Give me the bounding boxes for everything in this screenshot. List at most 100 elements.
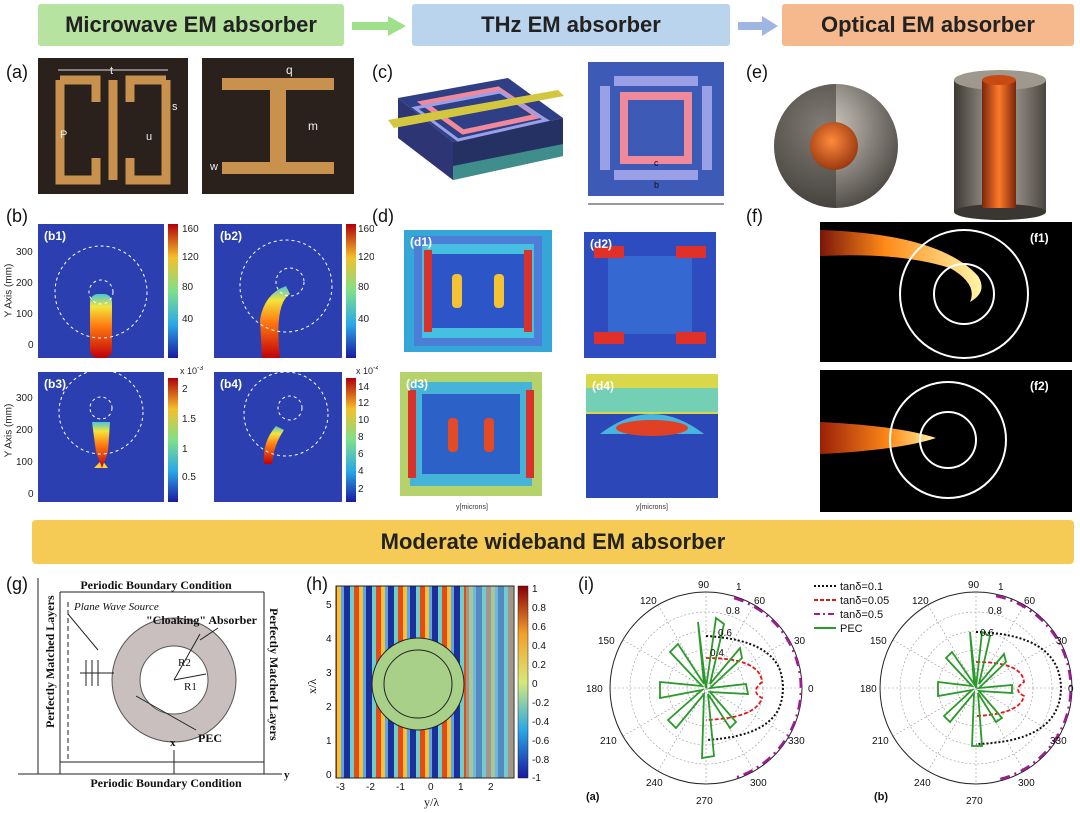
legend-item: PEC xyxy=(840,623,863,635)
svg-text:150: 150 xyxy=(598,636,615,647)
svg-text:Periodic Boundary Condition: Periodic Boundary Condition xyxy=(80,578,232,592)
svg-text:Perfectly Matched Layers: Perfectly Matched Layers xyxy=(267,608,281,741)
svg-text:240: 240 xyxy=(914,778,931,789)
svg-text:14: 14 xyxy=(358,382,370,393)
svg-text:160: 160 xyxy=(182,224,199,235)
panel-b4-colorbar: x 10-4 14 12 10 8 6 4 2 xyxy=(346,366,378,502)
svg-text:(f2): (f2) xyxy=(1030,379,1049,393)
panel-a-label: (a) xyxy=(6,62,28,82)
panel-e-sphere-cloak xyxy=(774,84,898,208)
svg-text:x 10-4: x 10-4 xyxy=(356,366,378,376)
svg-text:0.4: 0.4 xyxy=(532,641,546,652)
svg-text:0.8: 0.8 xyxy=(532,603,546,614)
panel-d4-field-map: (d4) xyxy=(586,374,718,498)
panel-i-polar-plots: 90 60 30 0 330 300 270 240 210 180 150 1… xyxy=(586,580,1074,807)
svg-text:0.8: 0.8 xyxy=(726,606,740,617)
svg-text:60: 60 xyxy=(754,596,766,607)
svg-text:(b2): (b2) xyxy=(220,229,242,243)
svg-text:1: 1 xyxy=(736,582,742,593)
ytick: 0 xyxy=(28,340,34,351)
panel-g-simulation-setup: Plane Wave Source Periodic Boundary Cond… xyxy=(18,578,290,790)
ytick: 0 xyxy=(28,489,34,500)
svg-text:0.5: 0.5 xyxy=(182,472,196,483)
svg-text:60: 60 xyxy=(1024,596,1036,607)
panel-c-3d-unit-cell xyxy=(388,78,564,180)
svg-text:(d1): (d1) xyxy=(410,235,432,249)
panel-d2-field-map: (d2) xyxy=(584,232,716,358)
optical-banner: Optical EM absorber xyxy=(782,4,1074,46)
svg-text:0: 0 xyxy=(1068,684,1074,695)
arrow-right-icon xyxy=(352,16,406,36)
svg-text:40: 40 xyxy=(358,314,370,325)
svg-text:-0.4: -0.4 xyxy=(532,717,550,728)
svg-text:120: 120 xyxy=(912,596,929,607)
svg-text:30: 30 xyxy=(1056,636,1068,647)
svg-text:2: 2 xyxy=(358,484,364,495)
svg-text:R1: R1 xyxy=(184,681,197,693)
svg-text:180: 180 xyxy=(586,684,603,695)
svg-text:1: 1 xyxy=(458,782,464,793)
svg-text:2: 2 xyxy=(182,384,188,395)
wideband-banner: Moderate wideband EM absorber xyxy=(32,520,1074,564)
svg-text:x 10-3: x 10-3 xyxy=(180,366,203,376)
svg-text:(d2): (d2) xyxy=(590,237,612,251)
ytick: 100 xyxy=(16,309,33,320)
svg-text:120: 120 xyxy=(182,252,199,263)
svg-text:1: 1 xyxy=(182,444,188,455)
panel-d-xlabel: y[microns] xyxy=(636,504,668,511)
svg-text:u: u xyxy=(146,131,152,143)
panel-b1-field-map: (b1) xyxy=(38,224,164,358)
svg-text:120: 120 xyxy=(358,252,374,263)
svg-text:(b): (b) xyxy=(874,791,888,803)
svg-text:s: s xyxy=(172,101,178,113)
legend-item: tanδ=0.05 xyxy=(840,595,889,607)
panel-b1-colorbar: 160 120 80 40 xyxy=(168,224,199,358)
panel-f1-ray-map: (f1) xyxy=(820,222,1072,362)
svg-text:-1: -1 xyxy=(532,773,541,784)
svg-text:(b1): (b1) xyxy=(44,229,66,243)
svg-text:8: 8 xyxy=(358,432,364,443)
panel-i-label: (i) xyxy=(578,574,594,594)
svg-text:6: 6 xyxy=(358,449,364,460)
svg-text:240: 240 xyxy=(646,778,663,789)
panel-b4-field-map: (b4) xyxy=(214,372,342,502)
svg-text:Perfectly Matched Layers: Perfectly Matched Layers xyxy=(43,595,57,728)
svg-text:0.6: 0.6 xyxy=(980,628,994,639)
svg-text:(b3): (b3) xyxy=(44,377,66,391)
panel-d-xlabel: y[microns] xyxy=(456,504,488,511)
svg-text:b: b xyxy=(654,180,659,190)
svg-text:(d3): (d3) xyxy=(406,377,428,391)
svg-text:-2: -2 xyxy=(366,782,375,793)
svg-text:30: 30 xyxy=(794,636,806,647)
svg-text:y: y xyxy=(284,769,290,781)
panel-b3-colorbar: x 10-3 2 1.5 1 0.5 xyxy=(168,366,203,502)
svg-text:R2: R2 xyxy=(178,657,191,669)
svg-text:180: 180 xyxy=(860,684,877,695)
svg-text:330: 330 xyxy=(1050,736,1067,747)
arrow-right-icon xyxy=(738,16,778,36)
panel-a-i-beam-unit: q m w xyxy=(202,58,354,194)
svg-text:10: 10 xyxy=(358,415,370,426)
svg-text:1.5: 1.5 xyxy=(182,414,196,425)
svg-text:-0.8: -0.8 xyxy=(532,755,550,766)
panel-g-label: (g) xyxy=(6,574,28,594)
svg-text:300: 300 xyxy=(750,778,767,789)
svg-text:1: 1 xyxy=(998,582,1004,593)
svg-text:0: 0 xyxy=(326,770,332,781)
panel-f-label: (f) xyxy=(746,206,763,226)
svg-text:5: 5 xyxy=(326,600,332,611)
panel-b2-colorbar: 160 120 80 40 xyxy=(346,224,374,358)
svg-text:(b4): (b4) xyxy=(220,377,242,391)
svg-text:4: 4 xyxy=(326,634,332,645)
svg-text:c: c xyxy=(654,158,659,168)
svg-text:1: 1 xyxy=(326,736,332,747)
panel-c-top-view: c b a xyxy=(588,62,724,210)
svg-text:120: 120 xyxy=(640,596,657,607)
legend-item: tanδ=0.1 xyxy=(840,581,883,593)
ytick: 300 xyxy=(16,247,33,258)
svg-text:0.2: 0.2 xyxy=(532,660,546,671)
svg-text:80: 80 xyxy=(182,282,194,293)
svg-text:0.6: 0.6 xyxy=(718,628,732,639)
svg-text:(a): (a) xyxy=(586,791,600,803)
svg-text:270: 270 xyxy=(696,796,713,807)
